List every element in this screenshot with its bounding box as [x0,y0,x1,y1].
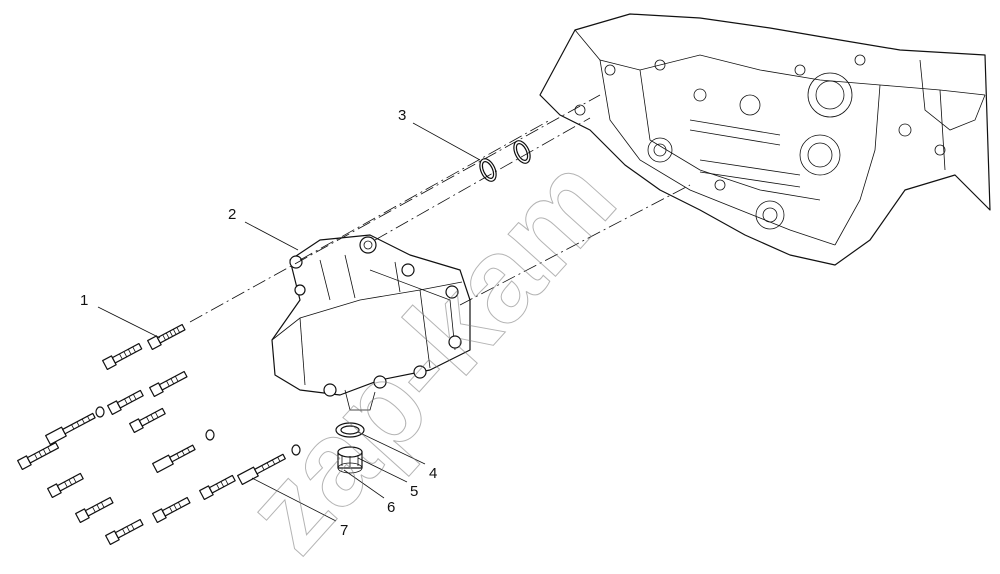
o-ring-pair [479,140,531,182]
leader-lines [97,122,481,522]
stud-bolt [237,453,286,486]
bolt [199,474,236,501]
bolt [75,496,114,524]
bolt [129,407,166,434]
engine-block [539,13,991,266]
callout-3: 3 [398,107,406,124]
washer [95,406,105,418]
callout-2: 2 [228,206,236,223]
callout-1: 1 [80,292,88,309]
assembly-lines [189,94,691,323]
bolt [17,442,60,471]
bolt [147,323,186,351]
seal-ring [335,422,365,438]
bolt [102,342,143,371]
bolt [105,518,144,546]
drain-plug [337,446,363,474]
bolt [47,472,84,499]
stud-bolt [45,412,96,446]
callout-6: 6 [387,499,395,516]
callout-4: 4 [429,465,437,482]
bolt [149,370,188,398]
filter-housing [271,234,471,411]
bolt [152,496,191,524]
callout-7: 7 [340,522,348,539]
washer [205,429,215,441]
bolt-set [17,323,301,546]
callout-labels: 1 2 3 4 5 6 7 [80,107,437,539]
callout-5: 5 [410,483,418,500]
stud-bolt [152,444,196,474]
bolt [107,389,144,416]
washer [291,444,301,456]
